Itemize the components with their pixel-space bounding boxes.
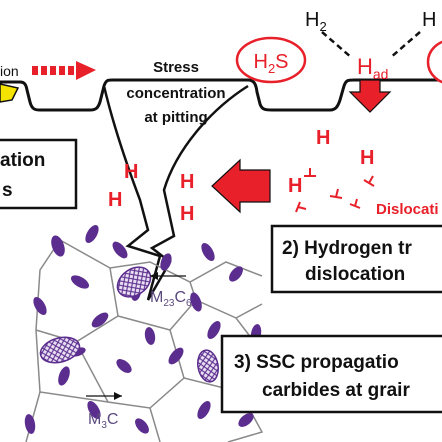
arrow-label: ion — [0, 63, 19, 79]
red-down-arrow — [348, 79, 392, 113]
right-ellipse — [426, 40, 442, 84]
box1-line1: ation — [0, 150, 45, 171]
box-mechanism-1 — [0, 138, 78, 210]
crack-outline — [102, 84, 249, 301]
red-dashed-arrow — [32, 61, 96, 80]
crack-h-4: H — [180, 203, 194, 225]
yellow-particle — [0, 83, 20, 103]
box2-line2: dislocation — [305, 264, 405, 285]
stress-label-line2: concentration — [126, 85, 225, 102]
crack-h-3: H — [108, 189, 122, 211]
m23c6-carbide-2 — [39, 336, 81, 364]
m23c6-pointer-head — [150, 272, 158, 280]
box-ssc-propagation — [220, 334, 442, 414]
m3c-pointer-head — [114, 392, 122, 400]
m23c6-carbide-1 — [116, 266, 152, 298]
crack-h-1: H — [124, 161, 138, 183]
m3c-label: M3C — [88, 411, 118, 431]
stress-label-line1: Stress — [153, 59, 199, 76]
m23c6-label: M23C6 — [150, 289, 192, 309]
trap-h-3: H — [288, 175, 302, 197]
dash-line-right — [389, 31, 421, 59]
h2s-ellipse — [235, 36, 307, 84]
crack-h-2: H — [180, 171, 194, 193]
h2-left-label: H2 — [305, 9, 327, 34]
box3-line1: 3) SSC propagatio — [234, 352, 399, 373]
box2-line1: 2) Hydrogen tr — [282, 238, 412, 259]
box1-line2: s — [2, 180, 13, 201]
red-left-arrow — [211, 158, 271, 214]
trap-h-2: H — [360, 147, 374, 169]
m23c6-carbide-3 — [197, 349, 219, 383]
dislocation-symbols — [295, 168, 375, 213]
box-hydrogen-trap — [270, 224, 442, 294]
had-label: Had — [357, 54, 388, 82]
dash-line-left — [321, 31, 353, 59]
stress-label-line3: at pitting — [144, 109, 207, 126]
dislocation-label: Dislocati — [376, 201, 439, 218]
h2-right-label: H — [422, 9, 436, 31]
metal-surface-outline — [0, 78, 442, 112]
h2s-label: H2S — [253, 51, 288, 76]
box3-line2: carbides at grair — [262, 380, 410, 401]
trap-h-1: H — [316, 127, 330, 149]
